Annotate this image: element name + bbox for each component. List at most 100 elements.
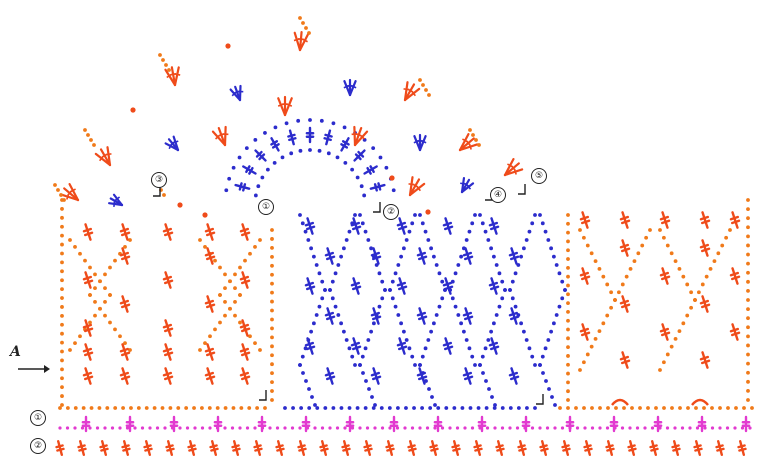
chain-dot [56, 188, 60, 192]
chain-dot [544, 346, 548, 350]
chain-dot [380, 406, 384, 410]
double-crochet-stitch [510, 308, 518, 323]
chain-dot [389, 175, 394, 180]
chain-dot [203, 245, 207, 249]
chain-dot [681, 275, 685, 279]
chain-dot [609, 306, 613, 310]
chain-dot [396, 406, 400, 410]
chain-dot [598, 406, 602, 410]
chain-dot [208, 334, 212, 338]
chain-dot [686, 406, 690, 410]
chain-dot [308, 118, 312, 122]
chain-dot [263, 406, 267, 410]
chain-dot [465, 338, 469, 342]
chain-dot [425, 209, 430, 214]
double-crochet-stitch [271, 138, 278, 150]
double-crochet-stitch [731, 324, 739, 339]
chain-dot [558, 305, 562, 309]
chain-dot [546, 426, 549, 429]
chain-dot [666, 426, 669, 429]
chain-dot [746, 325, 750, 329]
chain-dot [318, 305, 322, 309]
chain-dot [283, 426, 286, 429]
chain-dot [495, 263, 499, 267]
double-crochet-stitch [164, 224, 172, 239]
chain-dot [688, 426, 691, 429]
chain-dot [320, 280, 324, 284]
chain-dot [392, 188, 396, 192]
chain-dot [60, 323, 64, 327]
chain-dot [218, 266, 222, 270]
double-crochet-stitch [206, 344, 214, 359]
chain-dot [538, 213, 542, 217]
chain-dot [391, 296, 395, 300]
chain-dot [549, 246, 553, 250]
chain-dot [553, 403, 557, 407]
chain-dot [60, 367, 64, 371]
chain-dot [98, 307, 102, 311]
chain-dot [224, 188, 228, 192]
double-crochet-stitch [621, 240, 629, 255]
chain-dot [718, 426, 721, 429]
join-hook-icon [518, 184, 525, 194]
chain-dot [343, 426, 346, 429]
chain-dot [366, 426, 369, 429]
cluster-stitch [231, 86, 244, 100]
chain-dot [495, 313, 499, 317]
chain-dot [60, 394, 64, 398]
chain-dot [60, 287, 64, 291]
chain-dot [113, 406, 117, 410]
chain-dot [544, 379, 548, 383]
chain-dot [233, 286, 237, 290]
double-crochet-stitch [490, 278, 498, 293]
chain-dot [470, 355, 474, 359]
chain-dot [533, 406, 537, 410]
chain-dot [223, 300, 227, 304]
double-crochet-stitch [621, 212, 629, 227]
chain-dot [268, 426, 271, 429]
chain-dot [198, 348, 202, 352]
double-crochet-stitch [164, 368, 172, 383]
chain-dot [291, 406, 295, 410]
double-crochet-stitch [497, 441, 504, 455]
chain-dot [313, 403, 317, 407]
chain-dot [60, 376, 64, 380]
chain-dot [643, 426, 646, 429]
chain-dot [530, 221, 534, 225]
chain-dot [484, 379, 488, 383]
chain-dot [270, 327, 274, 331]
chain-dot [454, 305, 458, 309]
chain-dot [320, 119, 324, 123]
double-crochet-stitch [409, 441, 416, 455]
double-crochet-stitch [355, 151, 365, 161]
chain-dot [614, 406, 618, 410]
chain-dot [358, 363, 362, 367]
chain-dot [350, 355, 354, 359]
chain-dot [429, 246, 433, 250]
chain-dot [83, 259, 87, 263]
chain-dot [405, 338, 409, 342]
step-marker-3: ③ [151, 172, 167, 188]
chain-dot [746, 353, 750, 357]
chain-dot [283, 406, 287, 410]
double-crochet-stitch [387, 441, 394, 455]
chain-dot [270, 273, 274, 277]
chain-dot [270, 282, 274, 286]
chain-dot [353, 363, 357, 367]
chain-dot [315, 313, 319, 317]
chain-dot [463, 426, 466, 429]
chain-dot [60, 225, 64, 229]
chain-dot [216, 406, 220, 410]
chain-dot [728, 228, 732, 232]
chain-dot [566, 406, 570, 410]
chain-dot [433, 403, 437, 407]
chain-dot [582, 360, 586, 364]
chain-dot [566, 284, 570, 288]
chain-dot [378, 271, 382, 275]
chain-dot [609, 290, 613, 294]
double-crochet-stitch [164, 344, 172, 359]
chain-dot [549, 330, 553, 334]
chain-dot [477, 406, 481, 410]
chain-dot [566, 213, 570, 217]
chain-dot [339, 321, 343, 325]
